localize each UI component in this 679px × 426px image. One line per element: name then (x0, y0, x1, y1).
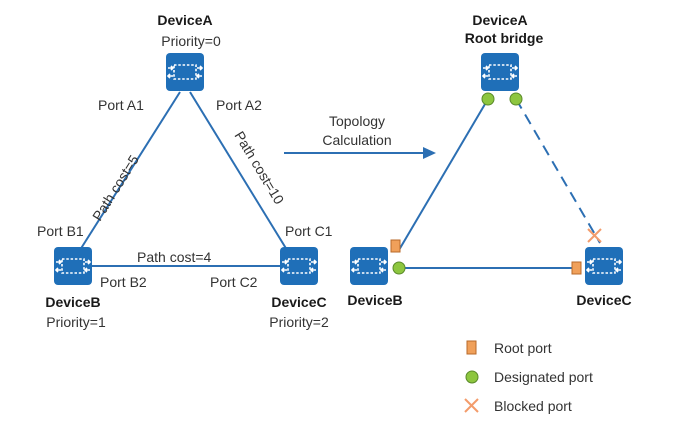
port-b2-label: Port B2 (100, 274, 147, 290)
designated-port-marker (509, 92, 523, 106)
link-root-c-blocked (515, 98, 601, 244)
designated-port-marker (392, 261, 406, 275)
arrow-label-line1: Topology (329, 113, 385, 129)
topology-arrow-icon (284, 147, 436, 159)
device-b-priority: Priority=1 (46, 314, 106, 330)
device-a-name: DeviceA (157, 12, 212, 28)
path-cost-bc: Path cost=4 (137, 249, 212, 265)
device-a-icon (165, 52, 205, 92)
legend-designated-port-label: Designated port (494, 369, 593, 385)
blocked-port-marker (587, 228, 602, 243)
link-a-c (189, 91, 288, 251)
device-c-name: DeviceC (271, 294, 326, 310)
legend-blocked-port-icon (464, 398, 479, 413)
link-a-b (79, 91, 181, 251)
root-port-marker (390, 239, 401, 253)
right-device-b-name: DeviceB (347, 292, 402, 308)
port-a2-label: Port A2 (216, 97, 262, 113)
right-device-c-icon (584, 246, 624, 286)
right-device-c-name: DeviceC (576, 292, 631, 308)
port-b1-label: Port B1 (37, 223, 84, 239)
root-device-a-name: DeviceA (472, 12, 527, 28)
path-cost-ac: Path cost=10 (231, 128, 287, 207)
device-a-priority: Priority=0 (161, 33, 221, 49)
port-a1-label: Port A1 (98, 97, 144, 113)
root-device-a-icon (480, 52, 520, 92)
legend-root-port-label: Root port (494, 340, 552, 356)
right-device-b-icon (349, 246, 389, 286)
port-c2-label: Port C2 (210, 274, 258, 290)
device-b-icon (53, 246, 93, 286)
legend-blocked-port-label: Blocked port (494, 398, 572, 414)
legend-root-port-icon (466, 340, 477, 355)
designated-port-marker (481, 92, 495, 106)
device-c-priority: Priority=2 (269, 314, 329, 330)
device-b-name: DeviceB (45, 294, 100, 310)
device-c-icon (279, 246, 319, 286)
root-port-marker (571, 261, 582, 275)
port-c1-label: Port C1 (285, 223, 333, 239)
arrow-label-line2: Calculation (322, 132, 391, 148)
legend-designated-port-icon (465, 370, 479, 384)
root-bridge-label: Root bridge (465, 30, 544, 46)
path-cost-ab: Path cost=5 (89, 152, 142, 224)
link-root-b (398, 98, 489, 251)
